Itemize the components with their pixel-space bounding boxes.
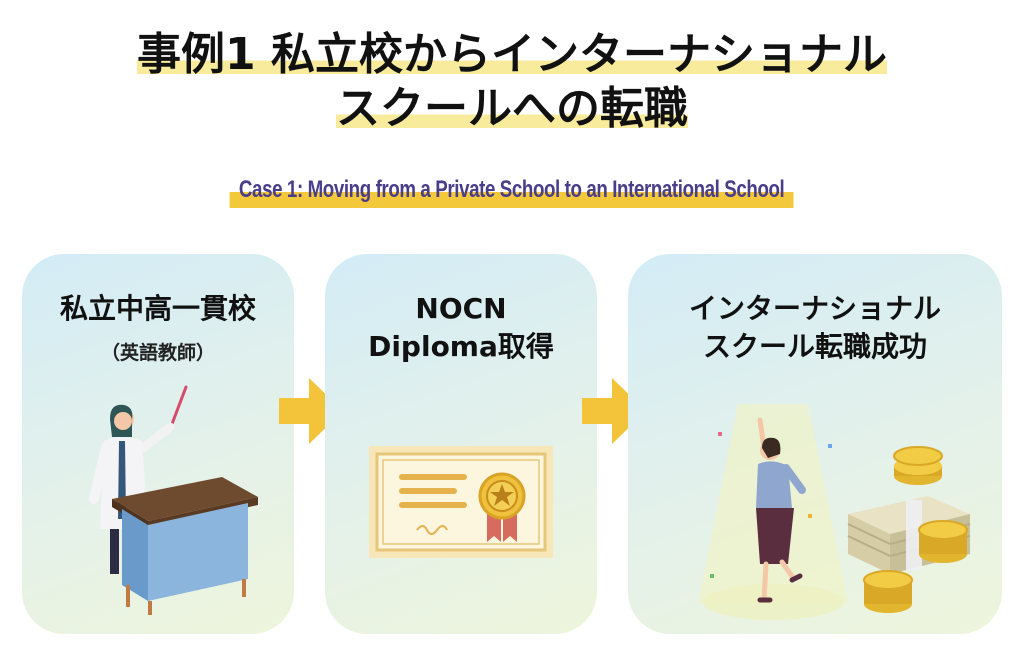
step1-subtitle: （英語教師） [100,342,215,364]
subtitle-banner: Case 1: Moving from a Private School to … [0,176,1024,208]
title-line-1: 事例1 私立校からインターナショナル [137,29,887,80]
step2-title-line2: Diploma取得 [368,330,554,363]
step-card-nocn-diploma: NOCN Diploma取得 [325,254,597,634]
step3-title-line2: スクール転職成功 [702,330,927,363]
step2-title-line1: NOCN [415,292,507,325]
arrow-right-icon [279,378,343,444]
step2-title: NOCN Diploma取得 [325,290,597,366]
step3-title: インターナショナル スクール転職成功 [628,290,1002,366]
step3-title-line1: インターナショナル [688,292,941,325]
page-title: 事例1 私立校からインターナショナル スクールへの転職 [0,28,1024,136]
step1-title: 私立中高一貫校 [59,292,256,325]
teacher-illustration [89,385,258,615]
step-card-private-school: 私立中高一貫校 （英語教師） [22,254,294,634]
arrow-right-icon-2 [582,378,646,444]
celebrating-woman-illustration [698,404,971,620]
step-card-international-school-success: インターナショナル スクール転職成功 [628,254,1002,634]
subtitle: Case 1: Moving from a Private School to … [229,176,795,208]
title-line-2: スクールへの転職 [336,83,688,134]
certificate-icon [369,446,553,558]
coin-stack-icon [863,446,968,613]
